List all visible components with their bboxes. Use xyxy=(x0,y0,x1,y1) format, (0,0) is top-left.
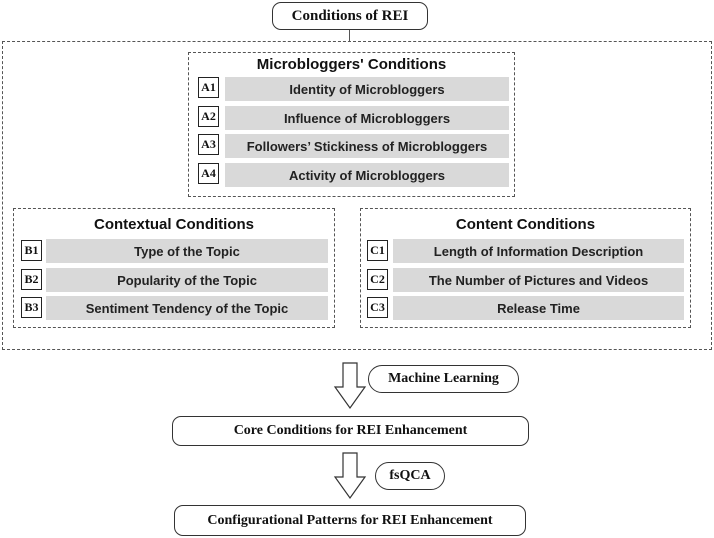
title-connector xyxy=(349,30,350,41)
diagram-title: Conditions of REI xyxy=(291,7,409,24)
item-a2: Influence of Microbloggers xyxy=(225,106,509,130)
code-c3: C3 xyxy=(367,297,388,318)
microbloggers-title: Microbloggers' Conditions xyxy=(256,56,447,73)
code-b3: B3 xyxy=(21,297,42,318)
method-machine-learning-label: Machine Learning xyxy=(388,371,499,386)
item-c2: The Number of Pictures and Videos xyxy=(393,268,684,292)
code-b2: B2 xyxy=(21,269,42,290)
configurational-patterns-box: Configurational Patterns for REI Enhance… xyxy=(174,505,526,536)
configurational-patterns-label: Configurational Patterns for REI Enhance… xyxy=(207,512,493,528)
title-box: Conditions of REI xyxy=(272,2,428,30)
code-a2: A2 xyxy=(198,106,219,127)
code-c2: C2 xyxy=(367,269,388,290)
contextual-title: Contextual Conditions xyxy=(94,216,254,233)
core-conditions-label: Core Conditions for REI Enhancement xyxy=(233,423,468,438)
code-c1: C1 xyxy=(367,240,388,261)
core-conditions-box: Core Conditions for REI Enhancement xyxy=(172,416,529,446)
item-b3: Sentiment Tendency of the Topic xyxy=(46,296,328,320)
content-group: Content Conditions C1 Length of Informat… xyxy=(360,208,691,328)
item-b1: Type of the Topic xyxy=(46,239,328,263)
code-a1: A1 xyxy=(198,77,219,98)
code-a3: A3 xyxy=(198,134,219,155)
microbloggers-group: Microbloggers' Conditions A1 Identity of… xyxy=(188,52,515,197)
item-a4: Activity of Microbloggers xyxy=(225,163,509,187)
conditions-container xyxy=(2,41,712,350)
item-a1: Identity of Microbloggers xyxy=(225,77,509,101)
item-c3: Release Time xyxy=(393,296,684,320)
down-arrow-1-icon xyxy=(333,362,367,410)
code-b1: B1 xyxy=(21,240,42,261)
content-title: Content Conditions xyxy=(455,216,596,233)
code-a4: A4 xyxy=(198,163,219,184)
method-fsqca: fsQCA xyxy=(375,462,445,490)
item-a3: Followers’ Stickiness of Microbloggers xyxy=(225,134,509,158)
contextual-group: Contextual Conditions B1 Type of the Top… xyxy=(13,208,335,328)
item-b2: Popularity of the Topic xyxy=(46,268,328,292)
method-fsqca-label: fsQCA xyxy=(389,468,431,483)
method-machine-learning: Machine Learning xyxy=(368,365,519,393)
item-c1: Length of Information Description xyxy=(393,239,684,263)
down-arrow-2-icon xyxy=(333,452,367,500)
